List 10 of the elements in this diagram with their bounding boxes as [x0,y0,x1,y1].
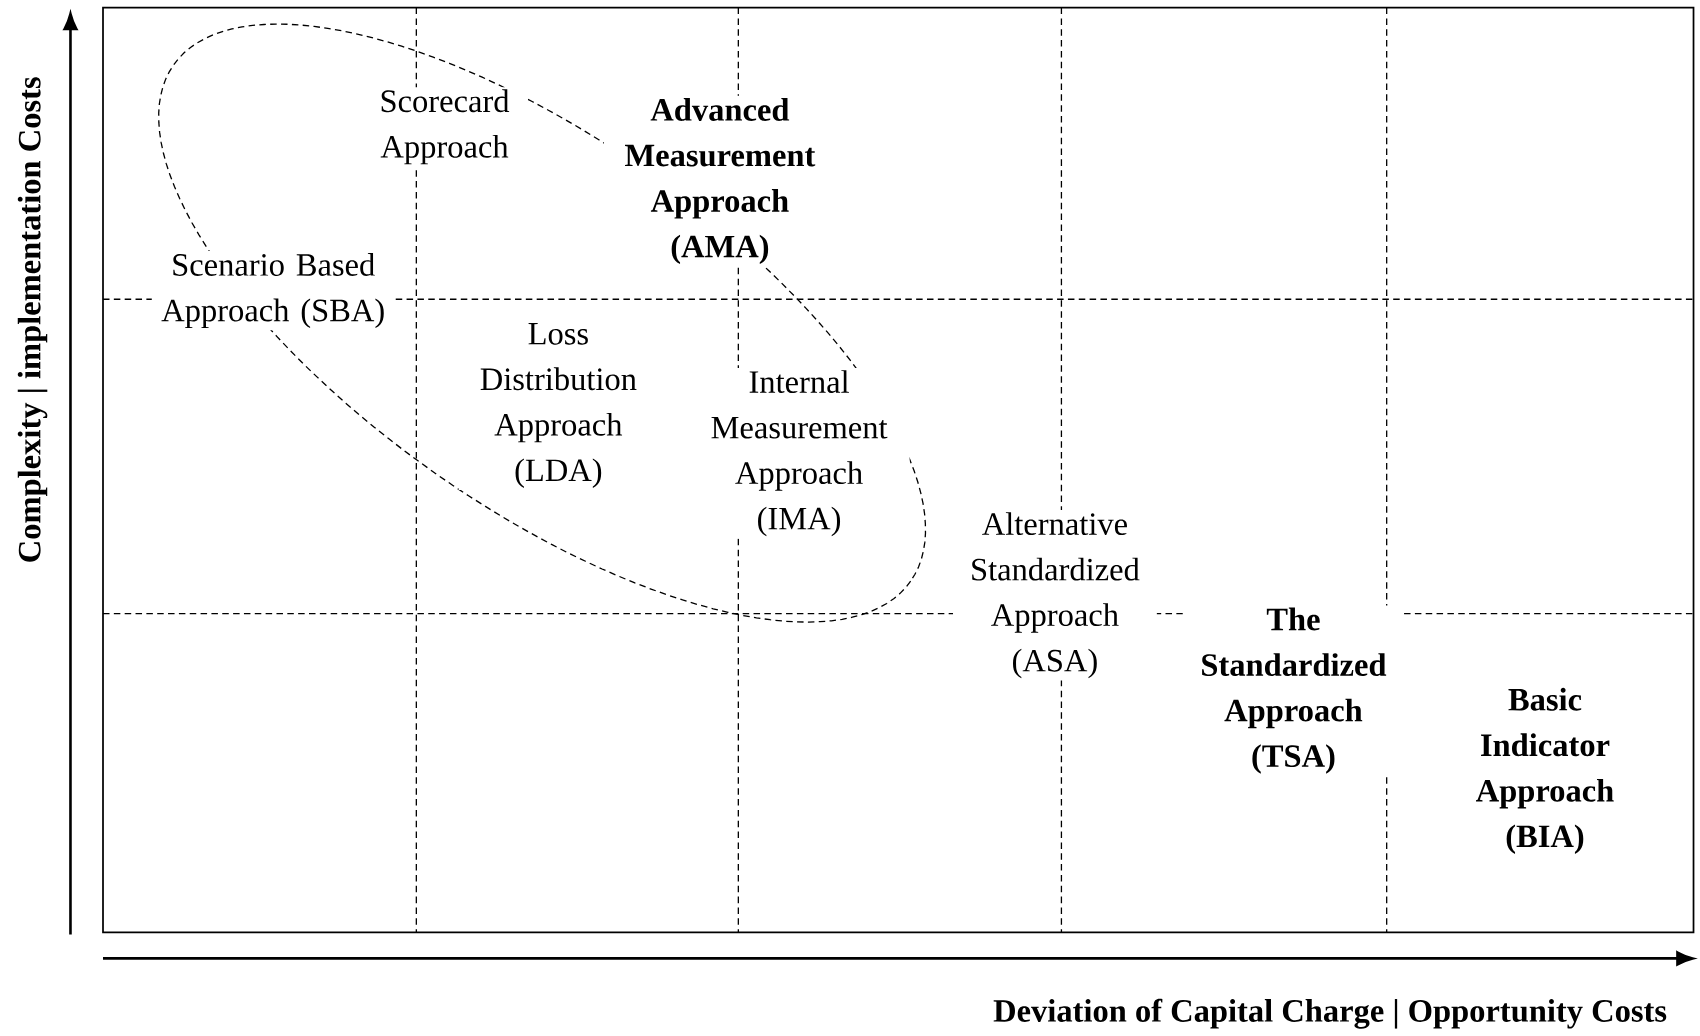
approach-label: Scenario Based Approach (SBA) [151,250,395,330]
approach-label: Basic Indicator Approach (BIA) [1456,685,1634,856]
axis-title: Complexity | implementation Costs [17,76,48,562]
approach-label: Advanced Measurement Approach (AMA) [603,95,836,267]
approach-label: Alternative Standardized Approach (ASA) [953,509,1157,681]
approach-label: Scorecard Approach [361,86,528,167]
axis-title: Deviation of Capital Charge | Opportunity Costs [993,998,1667,1029]
approach-label: Loss Distribution Approach (LDA) [458,320,659,490]
approach-label: Internal Measurement Approach (IMA) [688,367,910,539]
approach-label: The Standardized Approach (TSA) [1182,605,1405,776]
